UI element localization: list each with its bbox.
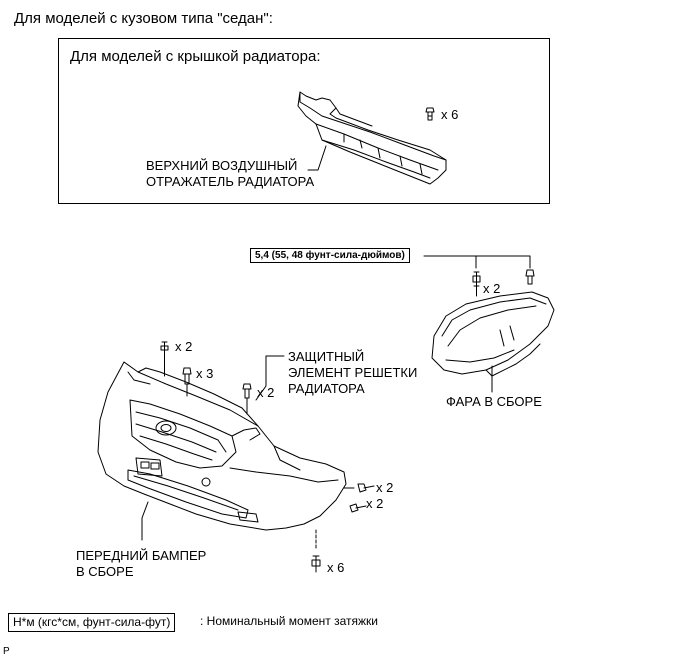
headlamp-bolt-qty: x 2 <box>483 281 501 296</box>
grille-protector-label-line2: ЭЛЕМЕНТ РЕШЕТКИ <box>288 365 418 380</box>
grille-clip-drawing <box>242 355 285 415</box>
grille-clip-qty: x 2 <box>257 385 275 400</box>
bumper-label-line1: ПЕРЕДНИЙ БАМПЕР <box>76 548 207 563</box>
bumper-top-fasteners-drawing <box>160 341 192 397</box>
headlamp-label: ФАРА В СБОРЕ <box>446 394 542 409</box>
inset-title: Для моделей с крышкой радиатора: <box>70 48 321 65</box>
headlamp-drawing <box>431 291 555 393</box>
bumper-side-screw1-qty: x 2 <box>376 480 394 495</box>
grille-protector-label-line3: РАДИАТОРА <box>288 381 365 396</box>
upper-air-deflector-drawing <box>297 91 447 185</box>
legend-description: : Номинальный момент затяжки <box>200 614 378 628</box>
bumper-top-screw-qty: x 2 <box>175 339 193 354</box>
headlamp-bolts-drawing <box>472 269 535 297</box>
torque-leader <box>423 255 531 269</box>
inset-clip-qty: x 6 <box>441 107 459 122</box>
footer-mark: P <box>3 646 10 657</box>
bumper-side-screw2-qty: x 2 <box>366 496 384 511</box>
front-bumper-drawing <box>97 361 347 541</box>
air-deflector-label-line2: ОТРАЖАТЕЛЬ РАДИАТОРА <box>146 174 315 189</box>
bumper-bottom-qty: x 6 <box>327 560 345 575</box>
torque-spec: 5,4 (55, 48 фунт-сила-дюймов) <box>250 248 410 263</box>
sedan-note: Для моделей с кузовом типа "седан": <box>14 10 273 27</box>
bumper-side-screws-drawing <box>343 483 375 513</box>
bumper-top-clip-qty: x 3 <box>196 366 214 381</box>
grille-protector-label-line1: ЗАЩИТНЫЙ <box>288 349 365 364</box>
radiator-cover-inset <box>58 38 550 204</box>
bumper-label-line2: В СБОРЕ <box>76 564 134 579</box>
bumper-bottom-screw-drawing <box>311 529 321 573</box>
air-deflector-label-line1: ВЕРХНИЙ ВОЗДУШНЫЙ <box>146 158 298 173</box>
legend-unit-box: Н*м (кгс*см, фунт-сила-фут) <box>8 613 176 632</box>
